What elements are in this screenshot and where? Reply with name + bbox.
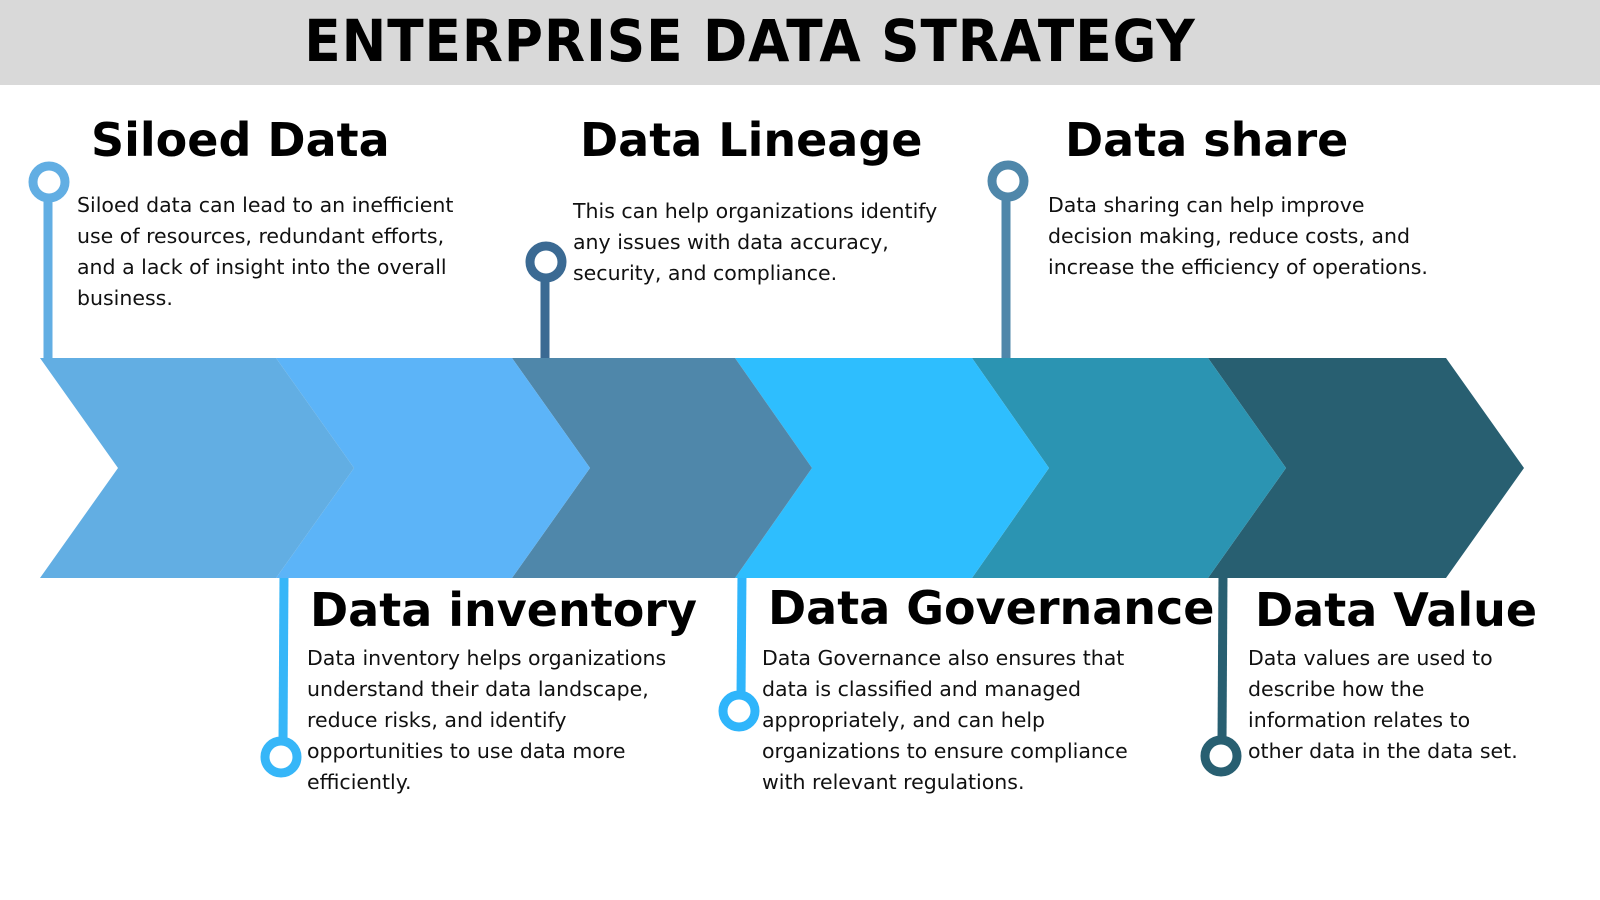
- connector-siloed-data: [28, 161, 70, 362]
- chevron-data-lineage: [512, 358, 812, 578]
- connector-data-value: [1200, 573, 1242, 777]
- page-title: ENTERPRISE DATA STRATEGY: [304, 7, 1196, 75]
- stage-title-siloed-data: Siloed Data: [91, 113, 390, 167]
- chevron-data-share: [972, 358, 1286, 578]
- chevron-siloed-data: [40, 358, 354, 578]
- connector-data-lineage: [525, 241, 567, 362]
- stage-desc-data-governance: Data Governance also ensures that data i…: [762, 646, 1128, 794]
- stage-desc-data-inventory: Data inventory helps organizations under…: [307, 646, 667, 794]
- stage-title-data-inventory: Data inventory: [310, 583, 697, 637]
- stage-title-data-share: Data share: [1065, 113, 1349, 167]
- header-bar: ENTERPRISE DATA STRATEGY: [0, 0, 1600, 85]
- stage-desc-data-lineage: This can help organizations identify any…: [573, 199, 938, 285]
- chevron-data-value: [1208, 358, 1524, 578]
- stage-title-data-governance: Data Governance: [768, 581, 1215, 635]
- stage-desc-siloed-data: Siloed data can lead to an inefficient u…: [77, 193, 454, 310]
- stage-title-data-value: Data Value: [1255, 583, 1538, 637]
- chevron-data-governance: [735, 358, 1049, 578]
- chevron-data-inventory: [276, 358, 590, 578]
- connector-data-inventory: [260, 573, 302, 778]
- connector-data-governance: [718, 573, 760, 732]
- stage-title-data-lineage: Data Lineage: [580, 113, 923, 167]
- stage-desc-data-share: Data sharing can help improve decision m…: [1048, 193, 1428, 279]
- connector-data-share: [987, 160, 1029, 362]
- stage-desc-data-value: Data values are used to describe how the…: [1248, 646, 1518, 763]
